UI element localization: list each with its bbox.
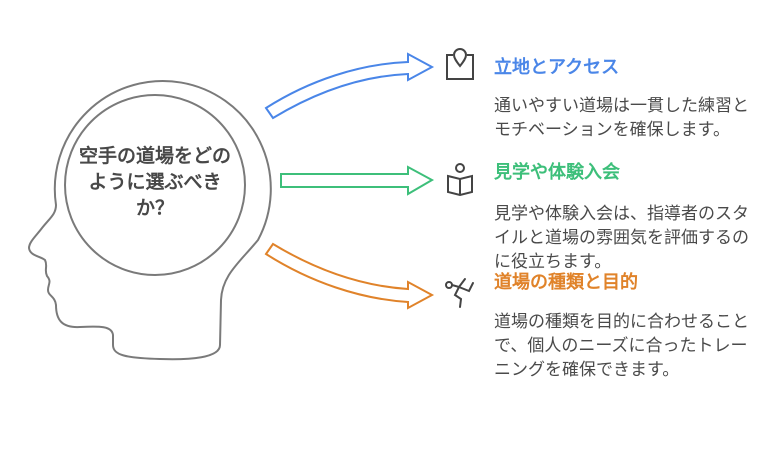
item-title-location: 立地とアクセス [494, 57, 620, 78]
karate-kick-icon [445, 278, 474, 308]
inner-circle [64, 94, 246, 276]
arrow-orange [264, 242, 435, 310]
center-question: 空手の道場をどのように選ぶべきか？ [78, 145, 231, 219]
head-outline [27, 79, 272, 361]
item-desc-location: 通いやすい道場は一貫した練習とモチベーションを確保します。 [494, 96, 749, 140]
reading-person-icon [447, 163, 473, 196]
arrow-blue [264, 52, 435, 120]
item-desc-type: 道場の種類を目的に合わせることで、個人のニーズに合ったトレーニングを確保できます… [494, 312, 749, 380]
item-title-type: 道場の種類と目的 [494, 272, 638, 293]
item-title-trial: 見学や体験入会 [494, 162, 620, 183]
item-desc-trial: 見学や体験入会は、指導者のスタイルと道場の雰囲気を評価するのに役立ちます。 [494, 204, 749, 272]
arrow-green [280, 165, 435, 196]
map-pin-icon [446, 48, 474, 80]
